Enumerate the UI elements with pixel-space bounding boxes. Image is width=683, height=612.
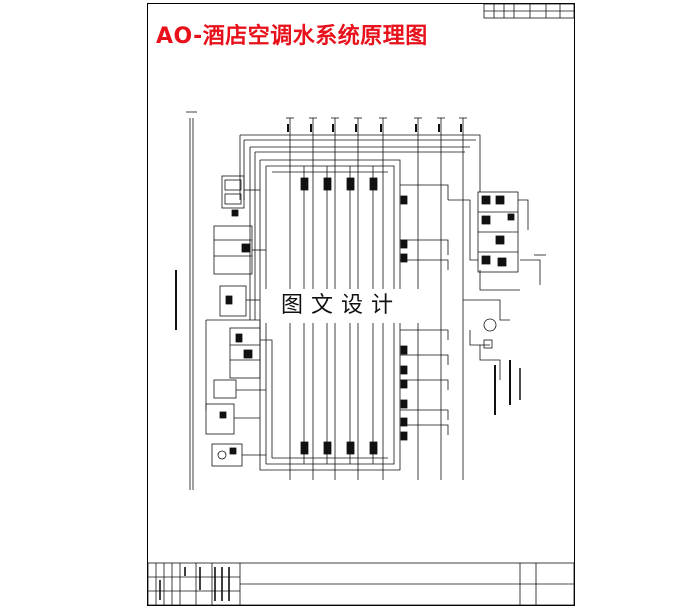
- left-riser: [175, 111, 197, 490]
- riser-tags: [287, 124, 462, 132]
- right-equipment: [448, 191, 546, 291]
- right-valves: [400, 195, 408, 441]
- left-equipment-fill: [219, 209, 253, 455]
- lower-right-ancillary: [463, 299, 521, 415]
- left-connections: [205, 189, 273, 458]
- watermark-text: 图文设计: [262, 289, 420, 323]
- revision-block: [483, 3, 575, 19]
- right-equipment-fill: [481, 195, 515, 267]
- right-branches: [400, 184, 449, 435]
- chiller-units: [300, 177, 378, 455]
- left-equipment: [205, 175, 261, 467]
- title-block: [147, 562, 575, 606]
- drawing-title: AO-酒店空调水系统原理图: [156, 24, 428, 49]
